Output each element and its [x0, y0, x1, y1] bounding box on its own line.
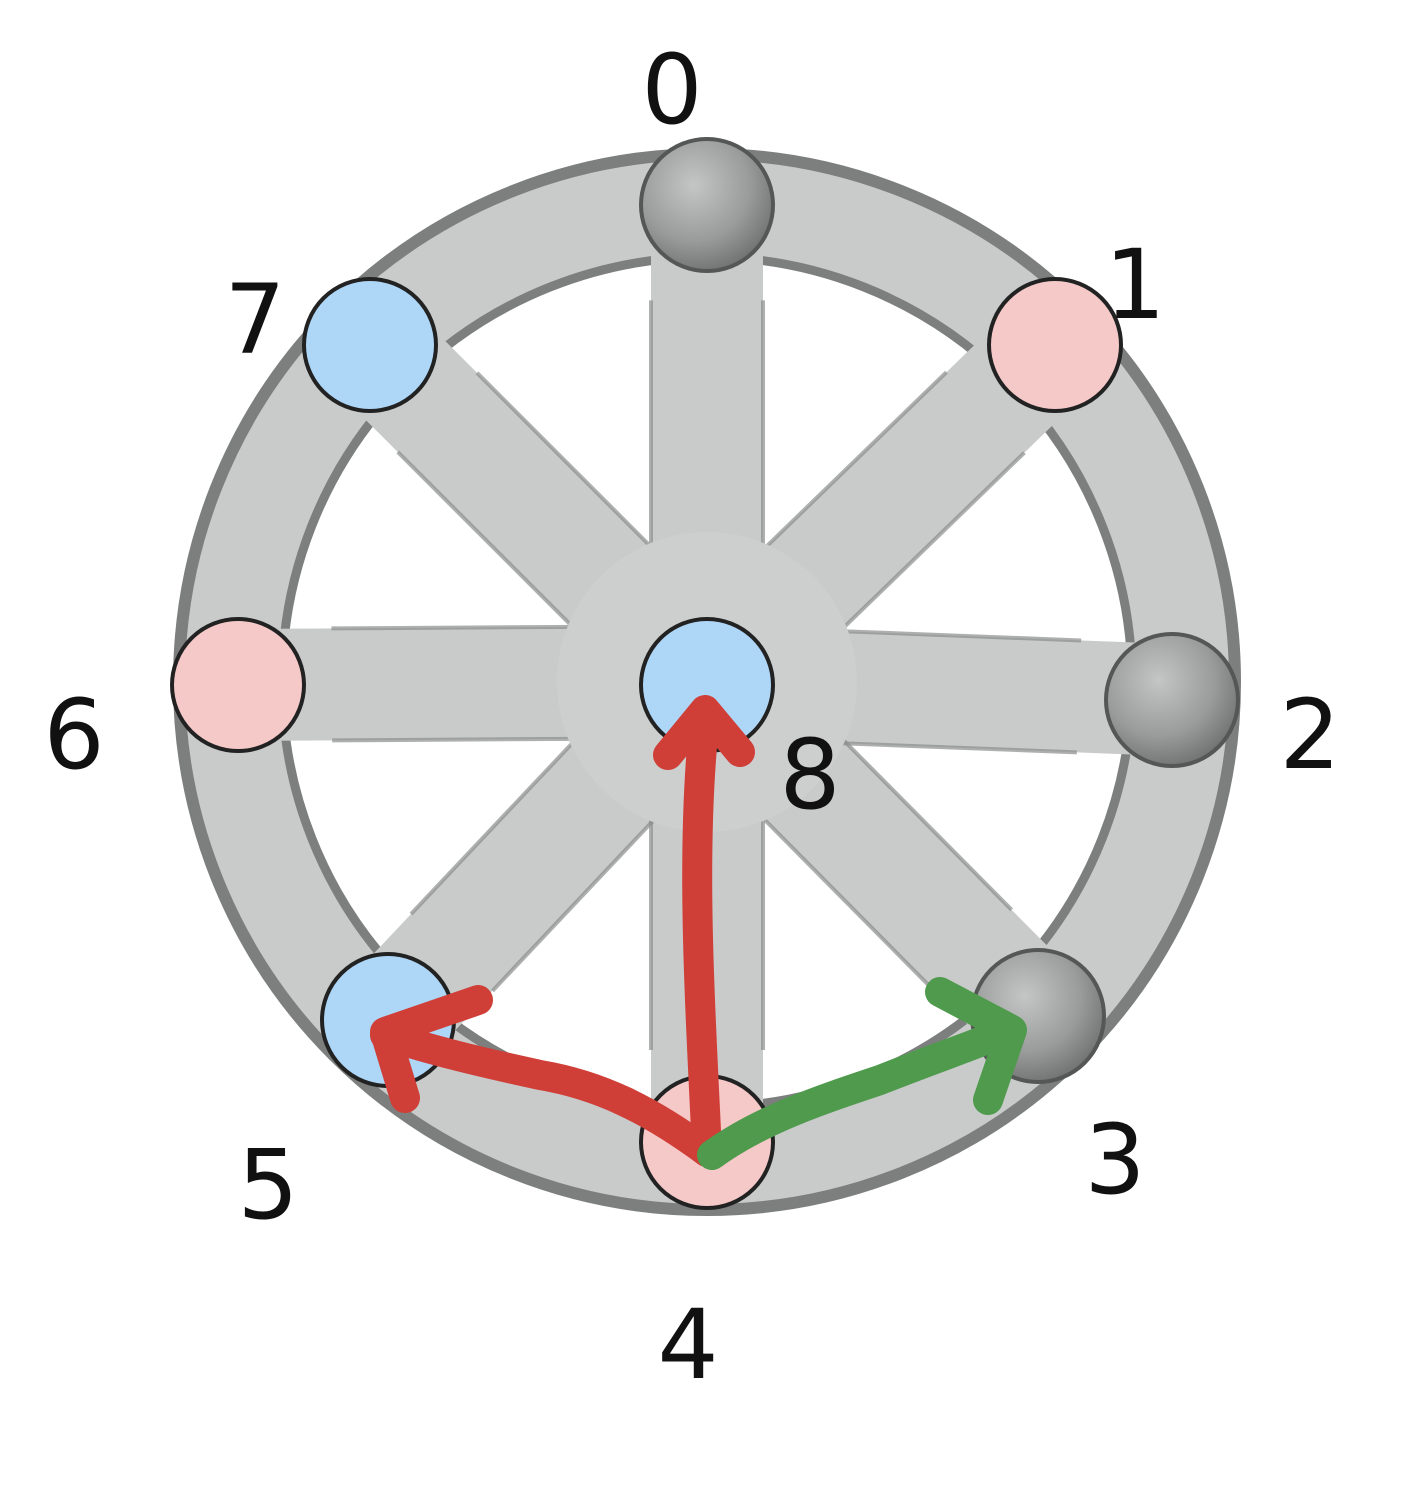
position-label-7: 7: [224, 264, 285, 376]
spoke-edge: [475, 371, 654, 550]
position-label-3: 3: [1084, 1104, 1145, 1216]
arrow-4-3-head: [925, 977, 1027, 1115]
spoke-edge: [409, 736, 579, 916]
spoke-edge: [842, 451, 1026, 630]
pink-marker-1: [987, 277, 1123, 413]
spoke-edge: [491, 813, 660, 993]
arrow-4-3-shaft: [697, 1015, 1025, 1170]
position-label-5: 5: [237, 1129, 298, 1241]
empty-marker-2: [1104, 632, 1240, 768]
arrow-4-8-head: [653, 695, 755, 770]
position-label-4: 4: [657, 1289, 718, 1401]
position-label-2: 2: [1279, 679, 1340, 791]
position-label-8: 8: [779, 719, 840, 831]
spoke-edge: [839, 629, 1082, 643]
position-label-6: 6: [43, 679, 104, 791]
position-labels: 0 1 2 3 4 5 6 7 8: [43, 34, 1340, 1401]
spoke-edge: [834, 740, 1077, 755]
move-arrows: [370, 695, 1027, 1170]
spoke-edge: [838, 734, 1013, 912]
empty-marker-0: [639, 137, 775, 273]
spoke-edge: [764, 370, 948, 549]
position-label-0: 0: [641, 34, 702, 146]
spoke-edge: [331, 624, 576, 631]
pink-marker-6: [170, 617, 306, 753]
spoke-edge: [758, 813, 934, 991]
arrow-4-5-shaft: [370, 1020, 722, 1167]
position-label-1: 1: [1104, 229, 1165, 341]
spoke-edge: [396, 450, 575, 629]
arrow-4-5-head: [370, 985, 493, 1113]
arrow-4-8-shaft: [682, 700, 722, 1167]
spoke-edge: [332, 736, 577, 743]
blue-marker-7: [302, 277, 438, 413]
